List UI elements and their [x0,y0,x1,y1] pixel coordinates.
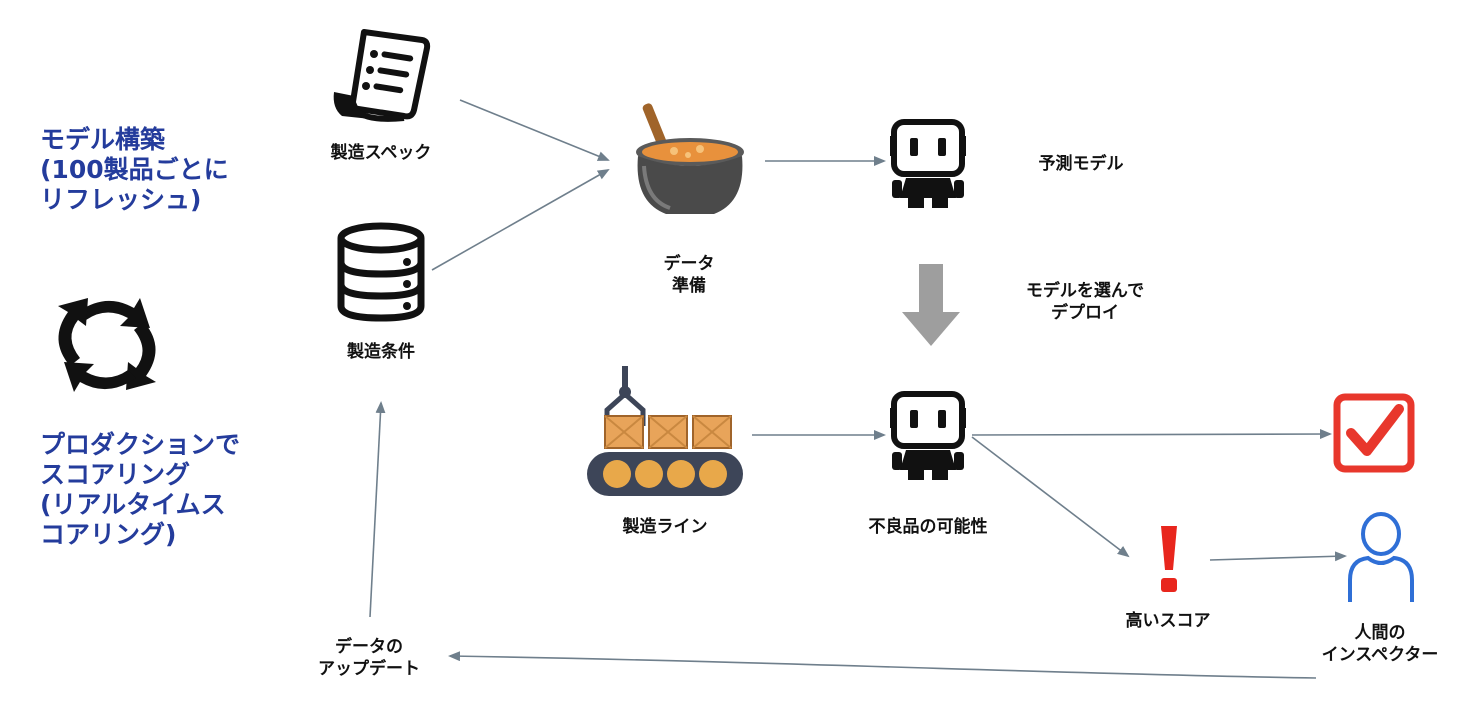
arrow-defect-to-ok [971,429,1332,440]
production-line-label: 製造ライン [622,517,708,537]
exclamation-icon [1161,526,1177,592]
arrow-alert-to-inspector [1209,551,1347,562]
cooking-pot-icon [636,103,744,214]
defect-likelihood-label: 不良品の可能性 [868,517,988,537]
data-prep-label: データ 準備 [663,254,715,296]
down-arrow-icon [902,264,960,346]
model-build-title: モデル構築 (100製品ごとに リフレッシュ) [40,125,229,214]
checkbox-icon [1333,393,1415,473]
arrow-defect-to-alert [971,436,1130,558]
conditions-label: 製造条件 [347,342,415,362]
robot-icon [890,119,966,208]
arrow-inspector-to-update [448,651,1317,679]
arrow-conditions-to-prep [431,169,610,271]
model-label: 予測モデル [1038,154,1124,174]
inspector-label: 人間の インスペクター [1321,623,1439,665]
arrow-update-to-conditions [369,401,386,618]
deploy-label: モデルを選んで デプロイ [1025,281,1145,323]
document-list-icon [333,29,431,122]
data-update-label: データの アップデート [318,637,420,679]
spec-label: 製造スペック [330,143,432,163]
conveyor-belt-icon [587,366,743,496]
arrow-spec-to-prep [459,99,610,161]
high-score-label: 高いスコア [1125,611,1211,631]
person-icon [1348,512,1414,602]
production-scoring-title: プロダクションで スコアリング (リアルタイムス コアリング) [40,430,241,549]
database-icon [337,222,425,322]
robot-icon [890,391,966,480]
refresh-cycle-icon [58,298,156,392]
